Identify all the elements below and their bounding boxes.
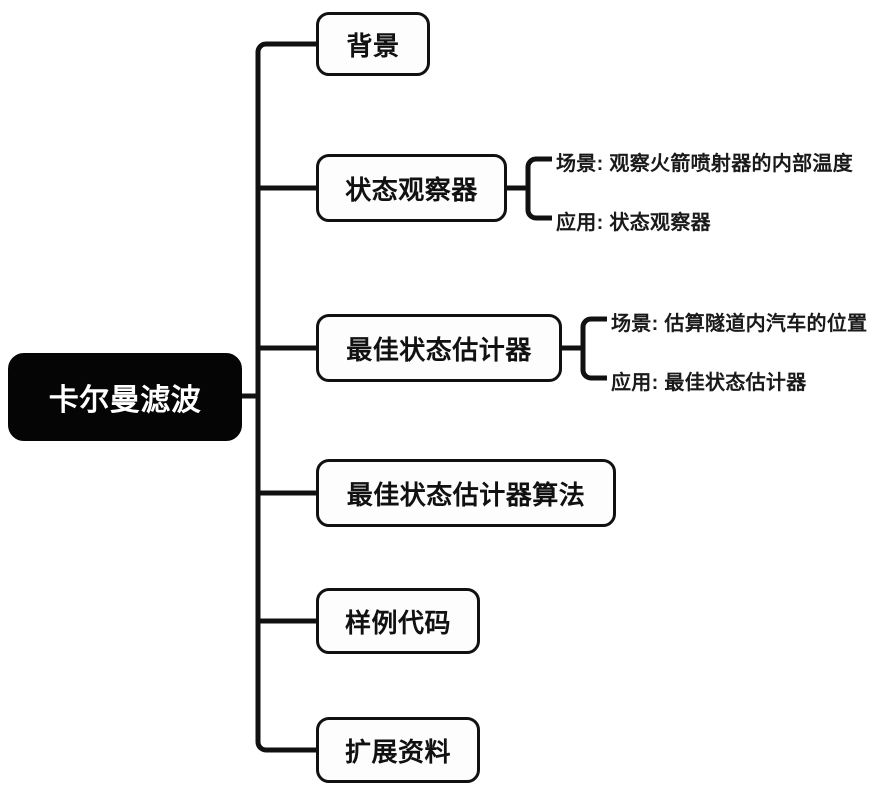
branch-node-label: 背景 [346, 30, 400, 61]
root-node[interactable]: 卡尔曼滤波 [8, 353, 242, 441]
branch-node-label: 样例代码 [344, 607, 451, 638]
leaf-label-application-optimal-estimator[interactable]: 应用: 最佳状态估计器 [611, 372, 807, 394]
branch-node-label: 最佳状态估计器算法 [346, 479, 586, 510]
branch-node-background[interactable]: 背景 [316, 12, 430, 76]
leaf-label-application-state-observer[interactable]: 应用: 状态观察器 [556, 212, 711, 234]
leaf-label-scenario-optimal-estimator[interactable]: 场景: 估算隧道内汽车的位置 [611, 313, 868, 335]
subbranch-bracket-2 [525, 156, 552, 221]
branch-node-optimal-state-estimator-algorithm[interactable]: 最佳状态估计器算法 [316, 459, 616, 527]
branch-node-extended-materials[interactable]: 扩展资料 [316, 717, 480, 783]
branch-node-sample-code[interactable]: 样例代码 [316, 588, 480, 654]
branch-node-label: 扩展资料 [344, 736, 451, 767]
branch-node-label: 状态观察器 [345, 174, 478, 205]
branch-node-label: 最佳状态估计器 [346, 334, 532, 365]
root-node-label: 卡尔曼滤波 [48, 384, 202, 417]
branch-node-optimal-state-estimator[interactable]: 最佳状态估计器 [316, 314, 562, 382]
leaf-label-scenario-state-observer[interactable]: 场景: 观察火箭喷射器的内部温度 [556, 153, 854, 175]
subbranch-bracket-3 [580, 316, 607, 381]
branch-node-state-observer[interactable]: 状态观察器 [316, 154, 507, 222]
trunk-line [255, 41, 272, 753]
